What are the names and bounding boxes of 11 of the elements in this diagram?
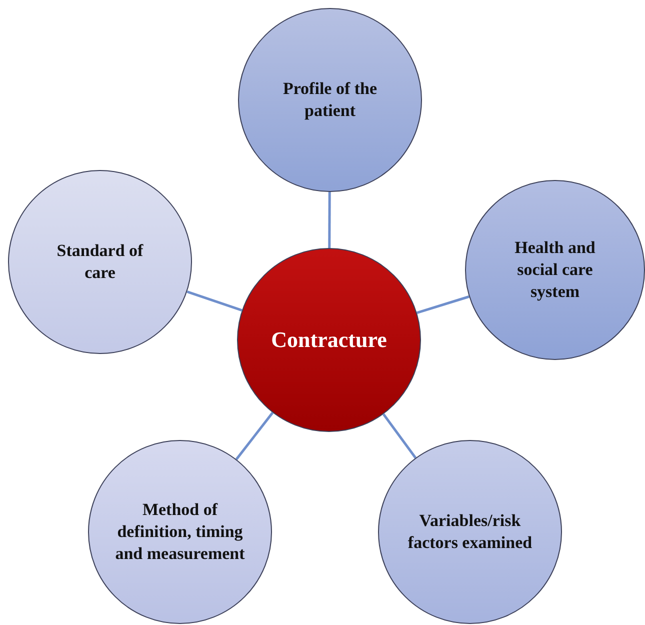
node-label: Profile of the patient bbox=[282, 78, 378, 122]
node-label: Variables/risk factors examined bbox=[406, 510, 534, 554]
connector-line bbox=[235, 412, 274, 460]
node-label: Contracture bbox=[271, 326, 387, 354]
connector-line bbox=[416, 295, 470, 314]
node-label: Health and social care system bbox=[514, 236, 596, 304]
connector-line bbox=[328, 192, 331, 248]
node-label: Method of definition, timing and measurement bbox=[114, 498, 246, 566]
connector-line bbox=[186, 290, 242, 312]
connector-line bbox=[382, 413, 417, 459]
node-label: Standard of care bbox=[56, 240, 144, 284]
